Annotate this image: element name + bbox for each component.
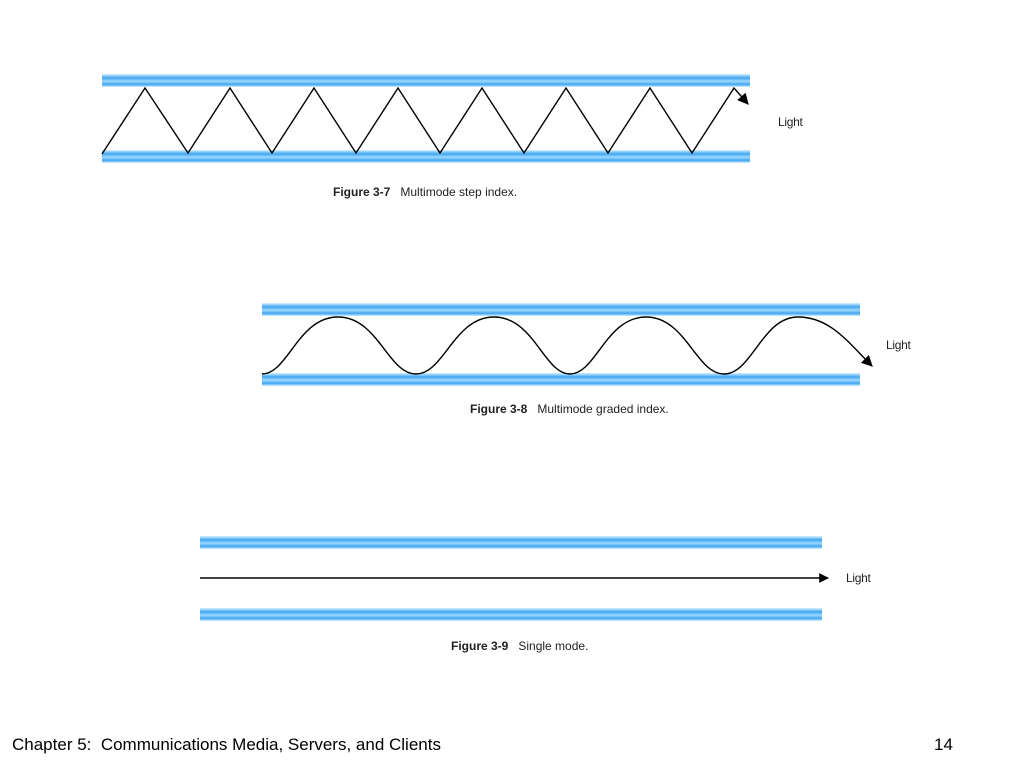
figure-caption: Figure 3-7 Multimode step index. (333, 185, 517, 199)
figure-caption-text: Multimode step index. (400, 185, 518, 199)
single-mode-drawing (200, 536, 829, 621)
light-ray-wave (261, 316, 873, 375)
light-label: Light (886, 338, 911, 352)
figure-caption-text: Single mode. (518, 639, 589, 653)
figure-graded-index: Light Figure 3-8 Multimode graded index. (248, 288, 936, 424)
figure-number: Figure 3-7 (333, 185, 391, 199)
step-index-drawing (101, 74, 750, 163)
graded-index-drawing (261, 303, 873, 386)
figure-step-index: Light Figure 3-7 Multimode step index. (90, 62, 830, 208)
footer-page-number: 14 (934, 735, 953, 754)
light-label: Light (846, 571, 871, 585)
figure-number: Figure 3-8 (470, 402, 528, 416)
figure-number: Figure 3-9 (451, 639, 509, 653)
cladding-top (262, 303, 860, 316)
figure-caption: Figure 3-8 Multimode graded index. (470, 402, 669, 416)
cladding-bottom (102, 150, 750, 163)
light-ray-zigzag (101, 86, 749, 155)
figure-single-mode: Light Figure 3-9 Single mode. (176, 520, 876, 666)
cladding-top (102, 74, 750, 87)
figure-caption-text: Multimode graded index. (537, 402, 669, 416)
figure-caption: Figure 3-9 Single mode. (451, 639, 588, 653)
light-label: Light (778, 115, 803, 129)
cladding-bottom (262, 373, 860, 386)
footer-chapter-title: Chapter 5: Communications Media, Servers… (12, 735, 441, 754)
cladding-top (200, 536, 822, 549)
cladding-bottom (200, 608, 822, 621)
